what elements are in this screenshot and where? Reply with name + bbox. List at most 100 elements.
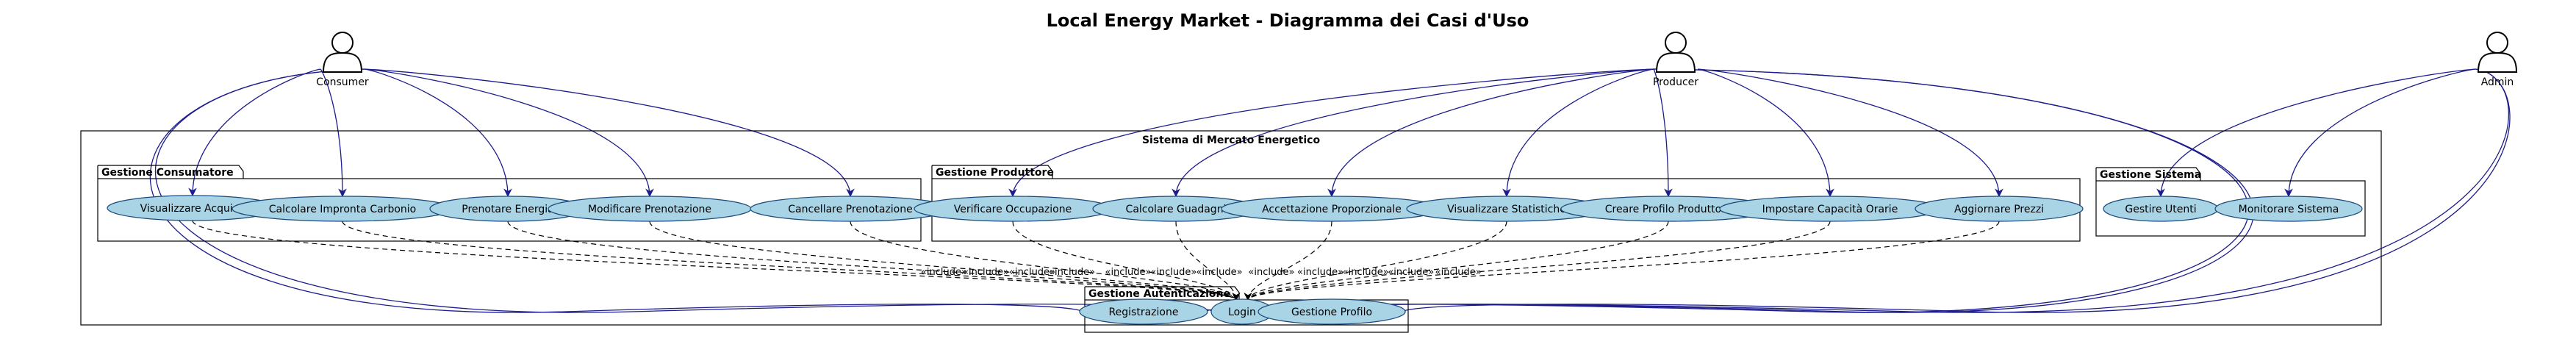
package-label: Gestione Consumatore	[101, 167, 234, 179]
use-case-visualizzare_statistiche: Visualizzare Statistiche	[1406, 196, 1607, 222]
include-label: «include»	[921, 267, 967, 278]
use-case-label: Calcolare Guadagni	[1126, 204, 1227, 215]
association-producer-accettazione_proporzionale	[1327, 68, 1654, 198]
use-case-label: Aggiornare Prezzi	[1954, 204, 2044, 215]
use-case-registrazione: Registrazione	[1079, 298, 1208, 325]
actor-consumer: Consumer	[316, 32, 369, 88]
package-sistema: Gestione Sistema	[2095, 167, 2366, 237]
use-case-modificare_prenotazione: Modificare Prenotazione	[548, 196, 752, 222]
actor-body-icon	[2477, 51, 2518, 73]
use-case-cancellare_prenotazione: Cancellare Prenotazione	[750, 196, 951, 222]
include-label: «include»	[1435, 267, 1482, 278]
association-producer-impostare_capacita	[1697, 68, 1834, 198]
actor-head-icon	[1665, 32, 1687, 54]
use-case-aggiornare_prezzi: Aggiornare Prezzi	[1915, 196, 2084, 222]
use-case-label: Creare Profilo Produttore	[1605, 204, 1732, 215]
association-consumer-cancellare_prenotazione	[364, 68, 855, 198]
use-case-label: Cancellare Prenotazione	[788, 204, 912, 215]
diagram-title: Local Energy Market - Diagramma dei Casi…	[1047, 10, 1529, 31]
actor-admin: Admin	[2477, 32, 2518, 88]
association-producer-calcolare_guadagni	[1172, 68, 1654, 198]
include-cancellare_prenotazione	[850, 221, 1241, 301]
association-consumer-registrazione	[149, 68, 1088, 316]
links-layer: «include»«include»«include»«include»«inc…	[149, 68, 2511, 316]
include-label: «include»	[1388, 267, 1434, 278]
include-label: «include»	[1196, 267, 1243, 278]
system-label: Sistema di Mercato Energetico	[1142, 135, 1321, 146]
package-consumatore: Gestione Consumatore	[97, 165, 922, 242]
use-case-label: Login	[1228, 307, 1256, 318]
include-label: «include»	[1343, 267, 1389, 278]
actor-producer: Producer	[1653, 32, 1698, 88]
include-label: «include»	[1297, 267, 1343, 278]
include-modificare_prenotazione	[649, 221, 1241, 301]
include-creare_profilo	[1244, 221, 1669, 301]
use-case-label: Impostare Capacità Orarie	[1762, 204, 1898, 215]
use-case-login: Login	[1210, 298, 1274, 325]
use-case-ellipse	[1079, 298, 1208, 325]
use-case-label: Accettazione Proporzionale	[1262, 204, 1402, 215]
include-calcolare_impronta	[342, 221, 1241, 301]
include-accettazione_proporzionale	[1244, 221, 1332, 301]
association-producer-aggiornare_prezzi	[1697, 68, 2003, 198]
actor-label: Consumer	[316, 76, 369, 88]
use-case-label: Modificare Prenotazione	[588, 204, 711, 215]
use-case-label: Prenotare Energia	[462, 204, 553, 215]
package-tab	[98, 165, 244, 179]
package-tab	[1085, 286, 1240, 300]
include-label: «include»	[963, 267, 1009, 278]
use-case-accettazione_proporzionale: Accettazione Proporzionale	[1221, 196, 1443, 222]
association-admin-gestire_utenti	[2156, 68, 2476, 198]
actor-head-icon	[331, 32, 354, 54]
include-visualizzare_acquisti	[192, 220, 1240, 301]
use-case-label: Visualizzare Acquisti	[140, 203, 245, 215]
package-label: Gestione Autenticazione	[1088, 288, 1230, 300]
include-calcolare_guadagni	[1175, 221, 1241, 301]
use-case-label: Verificare Occupazione	[954, 204, 1072, 215]
use-case-ellipse	[2214, 196, 2363, 222]
package-tab	[932, 165, 1053, 179]
include-prenotare_energia	[507, 221, 1241, 301]
actor-body-icon	[1655, 51, 1696, 73]
package-label: Gestione Sistema	[2100, 169, 2201, 181]
use-case-creare_profilo: Creare Profilo Produttore	[1560, 196, 1776, 222]
use-case-prenotare_energia: Prenotare Energia	[429, 196, 586, 222]
association-consumer-prenotare_energia	[364, 68, 512, 198]
use-case-visualizzare_acquisti: Visualizzare Acquisti	[107, 195, 279, 221]
include-impostare_capacita	[1244, 221, 1831, 301]
package-frame	[2095, 180, 2366, 237]
use-case-gestire_utenti: Gestire Utenti	[2103, 196, 2219, 222]
actor-label: Producer	[1653, 76, 1698, 88]
system-boundary	[80, 130, 2382, 326]
include-verificare_occupazione	[1012, 221, 1241, 301]
use-case-label: Calcolare Impronta Carbonio	[269, 204, 416, 215]
use-case-label: Registrazione	[1109, 307, 1179, 318]
use-case-monitorare_sistema: Monitorare Sistema	[2214, 196, 2363, 222]
use-case-label: Visualizzare Statistiche	[1447, 204, 1566, 215]
include-label: «include»	[1049, 267, 1095, 278]
package-tab	[2096, 167, 2201, 181]
include-visualizzare_statistiche	[1244, 221, 1507, 301]
association-admin-gestione_profilo	[1397, 68, 2511, 316]
use-case-verificare_occupazione: Verificare Occupazione	[914, 196, 1112, 222]
association-admin-monitorare_sistema	[2284, 68, 2476, 198]
include-aggiornare_prezzi	[1244, 221, 2000, 301]
actors-layer: Consumer Producer Admin	[316, 32, 2518, 88]
association-producer-verificare_occupazione	[1008, 68, 1654, 198]
use-case-calcolare_impronta: Calcolare Impronta Carbonio	[232, 196, 453, 222]
use-cases-layer: Visualizzare Acquisti Calcolare Impronta …	[107, 195, 2363, 325]
include-label: «include»	[1105, 267, 1151, 278]
use-case-gestione_profilo: Gestione Profilo	[1257, 298, 1406, 325]
include-label: «include»	[1150, 267, 1196, 278]
actor-label: Admin	[2481, 76, 2514, 88]
use-case-label: Monitorare Sistema	[2239, 204, 2339, 215]
use-case-ellipse	[1915, 196, 2084, 222]
association-consumer-modificare_prenotazione	[364, 68, 654, 198]
association-producer-creare_profilo	[1653, 68, 1673, 198]
use-case-label: Gestione Profilo	[1291, 307, 1372, 318]
association-producer-visualizzare_statistiche	[1502, 68, 1654, 198]
actor-body-icon	[322, 51, 363, 73]
use-case-calcolare_guadagni: Calcolare Guadagni	[1092, 196, 1260, 222]
use-case-ellipse	[1257, 298, 1406, 325]
